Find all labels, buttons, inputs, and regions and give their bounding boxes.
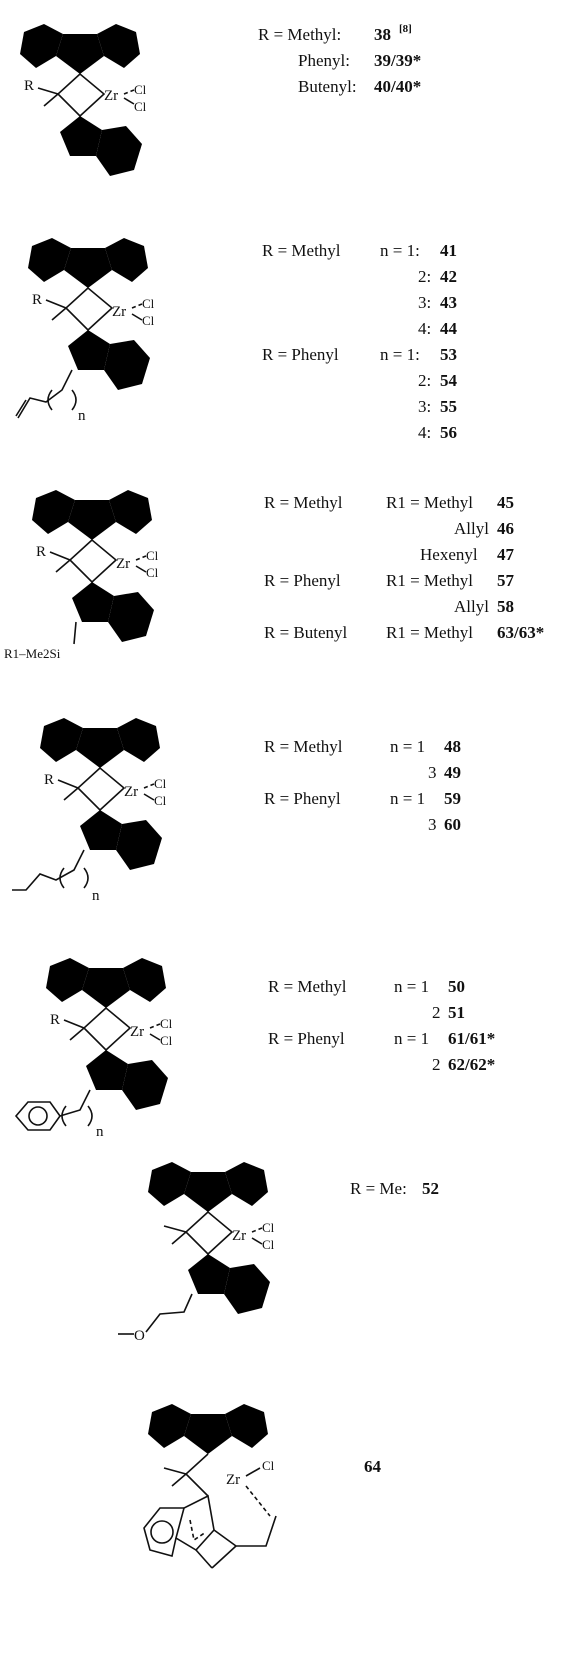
table-row: Butenyl: 40/40* <box>258 74 578 100</box>
chlorine-label-1: Cl <box>154 776 167 791</box>
r-label: R <box>50 1012 60 1028</box>
chlorine-label-2: Cl <box>154 793 167 808</box>
structure-6-diagram: Zr Cl Cl O <box>118 1162 275 1344</box>
zirconium-label: Zr <box>124 784 138 800</box>
structure-4-diagram: R Zr Cl Cl n <box>12 718 167 904</box>
r-label: R <box>32 292 42 308</box>
chlorine-label-2: Cl <box>142 313 155 328</box>
structure-5-diagram: R Zr Cl Cl n <box>14 958 173 1140</box>
zirconium-label: Zr <box>112 304 126 320</box>
compound-number: 39/39* <box>374 51 422 70</box>
table-row: 3:43 <box>418 293 457 312</box>
table-row: 2:42 <box>418 267 457 286</box>
table-row: R = Me:52 <box>350 1179 439 1198</box>
structure-3-diagram: R Zr Cl Cl R1–Me2Si <box>4 490 159 661</box>
zirconium-label: Zr <box>130 1024 144 1040</box>
chlorine-label-2: Cl <box>146 565 159 580</box>
zirconium-label: Zr <box>116 556 130 572</box>
structure-1-table: R = Methyl: 38 [8] Phenyl: 39/39* Buteny… <box>258 22 578 100</box>
chlorine-label-1: Cl <box>142 296 155 311</box>
chlorine-label-2: Cl <box>134 99 147 114</box>
compound-number: 38 <box>374 25 391 44</box>
chlorine-label-1: Cl <box>262 1220 275 1235</box>
r-label: R <box>44 772 54 788</box>
chlorine-label-1: Cl <box>160 1016 173 1031</box>
table-row: 3:55 <box>418 397 457 416</box>
reference-mark: [8] <box>399 23 412 35</box>
structure-7-table: 64 <box>364 1454 464 1480</box>
zirconium-label: Zr <box>226 1472 240 1488</box>
structure-7-diagram: Zr Cl <box>143 1404 277 1569</box>
n-label: n <box>92 888 100 904</box>
zirconium-label: Zr <box>104 88 118 104</box>
table-row: 4:56 <box>418 423 457 442</box>
chlorine-label-1: Cl <box>134 82 147 97</box>
r-label: R <box>36 544 46 560</box>
compound-number: 40/40* <box>374 77 422 96</box>
table-row: 64 <box>364 1457 381 1476</box>
n-label: n <box>96 1124 104 1140</box>
oxygen-label: O <box>134 1328 145 1344</box>
chlorine-label-1: Cl <box>146 548 159 563</box>
chlorine-label-1: Cl <box>262 1458 275 1473</box>
chlorine-label-2: Cl <box>160 1033 173 1048</box>
structure-1-diagram: R Zr Cl Cl <box>20 24 147 176</box>
table-row: R = Methyl: 38 [8] <box>258 22 578 48</box>
zirconium-label: Zr <box>232 1228 246 1244</box>
silyl-label: R1–Me2Si <box>4 646 61 661</box>
table-row: 2:54 <box>418 371 457 390</box>
chlorine-label-2: Cl <box>262 1237 275 1252</box>
structure-2-diagram: R Zr Cl Cl n <box>15 238 155 424</box>
r-label: R <box>24 78 34 94</box>
structure-6-table: R = Me:52 <box>350 1176 550 1202</box>
table-row: 4:44 <box>418 319 457 338</box>
n-label: n <box>78 408 86 424</box>
table-row: Phenyl: 39/39* <box>258 48 578 74</box>
